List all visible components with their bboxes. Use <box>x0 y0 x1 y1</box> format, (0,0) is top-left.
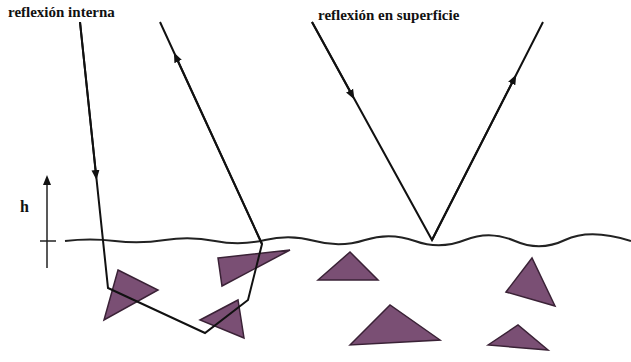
surface-line <box>65 234 631 246</box>
particles <box>104 250 555 350</box>
height-arrow <box>46 180 48 268</box>
dimension-label: h <box>20 198 29 216</box>
height-tick <box>40 240 56 242</box>
internal-ray <box>80 22 262 333</box>
surface-ray <box>312 22 543 240</box>
title-label: reflexión en superficie <box>318 7 459 24</box>
title-label: reflexión interna <box>8 4 115 21</box>
